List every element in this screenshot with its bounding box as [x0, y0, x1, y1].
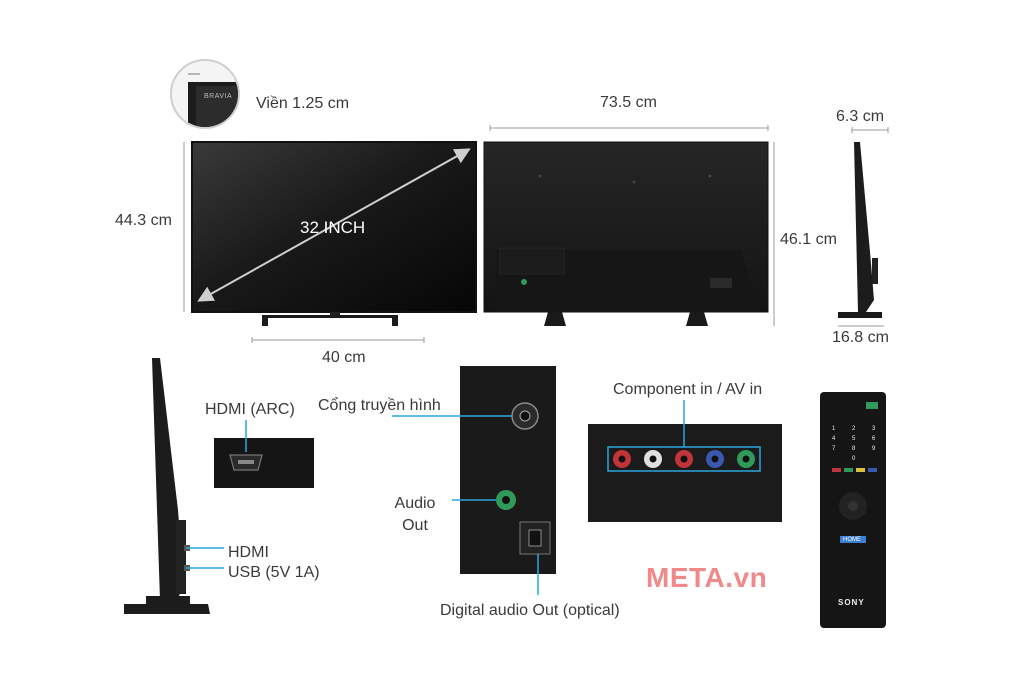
side-port-callout-lines — [186, 547, 224, 569]
side-depth-dimension-line — [851, 127, 889, 133]
hdmi-label: HDMI — [228, 544, 269, 561]
front-height-label: 44.3 cm — [115, 212, 172, 229]
rear-height-label: 46.1 cm — [780, 231, 837, 248]
tv-rear-view — [483, 141, 769, 326]
remote-number-key: 9 — [872, 446, 876, 452]
tv-front-view — [191, 141, 477, 326]
optical-out-label: Digital audio Out (optical) — [440, 602, 620, 619]
component-jack-center — [680, 455, 688, 463]
stand-width-label: 40 cm — [322, 349, 366, 366]
antenna-port-label: Cổng truyền hình — [318, 397, 441, 414]
remote-number-key: 2 — [852, 426, 856, 432]
component-jack-center — [649, 455, 657, 463]
remote-number-key: 0 — [852, 456, 856, 462]
usb-label: USB (5V 1A) — [228, 564, 320, 581]
hdmi-arc-closeup — [214, 420, 314, 488]
remote-home-key: HOME — [843, 537, 861, 543]
tv-side-view-large — [124, 358, 210, 614]
stand-depth-label: 16.8 cm — [832, 329, 889, 346]
remote-number-key: 4 — [832, 436, 836, 442]
rear-panel-closeup — [392, 366, 556, 595]
tv-side-view-small — [838, 142, 882, 318]
component-jacks — [613, 450, 755, 468]
audio-out-label: Audio Out — [394, 495, 436, 534]
screen-size-label: 32 INCH — [300, 218, 366, 237]
stand-width-dimension-line — [251, 337, 425, 343]
remote-number-key: 5 — [852, 436, 856, 442]
bezel-zoom-icon — [170, 59, 240, 129]
component-av-closeup — [588, 400, 782, 522]
width-label: 73.5 cm — [600, 94, 657, 111]
component-jack-center — [711, 455, 719, 463]
hdmi-arc-label: HDMI (ARC) — [205, 401, 295, 418]
remote-control — [820, 392, 886, 628]
component-av-label: Component in / AV in — [613, 381, 763, 398]
remote-number-key: 1 — [832, 426, 836, 432]
remote-number-key: 7 — [832, 446, 836, 452]
component-jack-center — [618, 455, 626, 463]
remote-number-key: 8 — [852, 446, 856, 452]
bezel-logo: BRAVIA — [204, 93, 233, 100]
remote-number-key: 3 — [872, 426, 876, 432]
remote-number-key: 6 — [872, 436, 876, 442]
component-jack-center — [742, 455, 750, 463]
remote-brand: SONY — [838, 598, 865, 607]
side-depth-label: 6.3 cm — [836, 108, 885, 125]
watermark-logo: META.vn — [646, 562, 768, 593]
width-dimension-line — [489, 125, 769, 131]
bezel-label: Viền 1.25 cm — [256, 95, 350, 112]
